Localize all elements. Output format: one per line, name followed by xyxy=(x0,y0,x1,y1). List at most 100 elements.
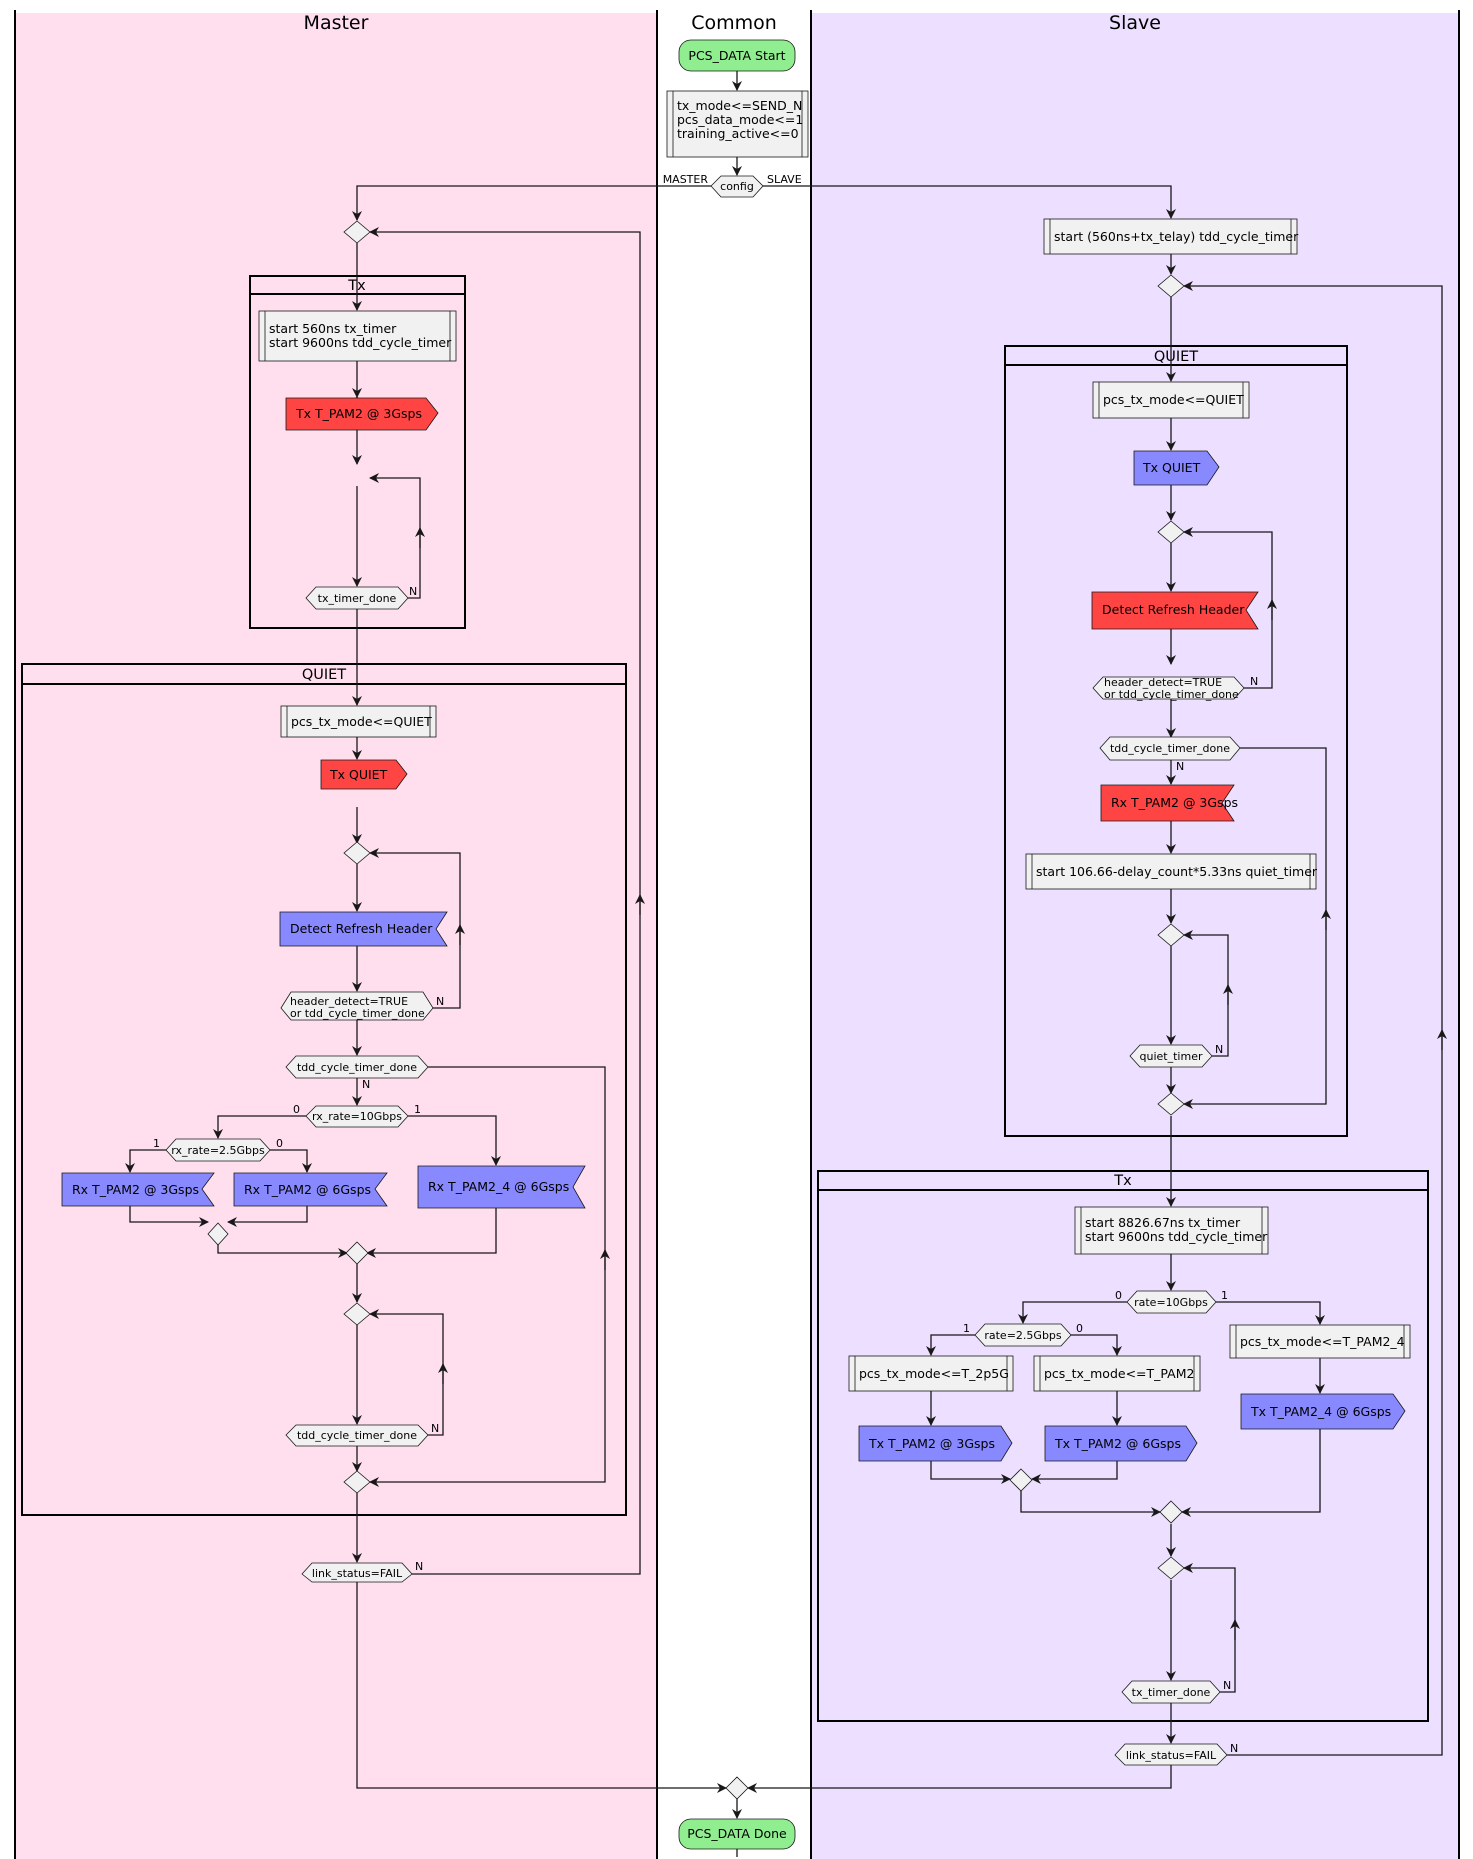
master-rx-rate-25-label: rx_rate=2.5Gbps xyxy=(171,1144,265,1157)
slave-quiet-timer-box: start 106.66-delay_count*5.33ns quiet_ti… xyxy=(1025,853,1318,890)
master-tx-timer-done-label: tx_timer_done xyxy=(318,592,397,605)
slave-header-n: N xyxy=(1250,675,1258,688)
slave-tx-group-title: Tx xyxy=(1113,1173,1132,1189)
config-slave-label: SLAVE xyxy=(767,173,802,186)
slave-tx-timer-done-decision: tx_timer_done N xyxy=(1121,1679,1231,1704)
slave-quiet-timer-decision: quiet_timer N xyxy=(1129,1043,1223,1068)
master-tx-quiet-signal: Tx QUIET xyxy=(320,759,408,790)
slave-quiet-mode-box: pcs_tx_mode<=QUIET xyxy=(1092,381,1250,419)
slave-mode-2p5g-label: pcs_tx_mode<=T_2p5G xyxy=(859,1366,1009,1381)
slave-tx-timer-done-label: tx_timer_done xyxy=(1132,1686,1211,1699)
slave-tx-timer-done-n: N xyxy=(1223,1679,1231,1692)
master-rx-pam24-signal: Rx T_PAM2_4 @ 6Gsps xyxy=(417,1165,586,1209)
slave-link-status-decision: link_status=FAIL N xyxy=(1114,1742,1238,1766)
slave-tx-group: Tx xyxy=(817,1170,1429,1722)
master-rx-rate-10-decision: rx_rate=10Gbps 0 1 xyxy=(293,1103,421,1128)
master-rx-pam24-label: Rx T_PAM2_4 @ 6Gsps xyxy=(428,1179,569,1194)
slave-rate-25-yes: 1 xyxy=(963,1322,970,1335)
common-lane-title: Common xyxy=(691,12,777,34)
slave-rate-10-yes: 1 xyxy=(1221,1289,1228,1302)
master-tx-quiet-label: Tx QUIET xyxy=(329,767,388,782)
master-quiet-group-title: QUIET xyxy=(302,667,346,683)
slave-tx-timer-2: start 9600ns tdd_cycle_timer xyxy=(1085,1229,1268,1244)
master-header-cond-2: or tdd_cycle_timer_done xyxy=(290,1007,425,1020)
final-merge xyxy=(725,1776,749,1800)
master-rate-inner-merge xyxy=(207,1222,229,1246)
slave-tdd-label: tdd_cycle_timer_done xyxy=(1110,742,1230,755)
slave-detect-header-signal: Detect Refresh Header xyxy=(1091,591,1259,630)
master-header-n: N xyxy=(436,995,444,1008)
start-label: PCS_DATA Start xyxy=(688,48,785,63)
config-decision: config MASTER SLAVE xyxy=(663,173,802,198)
slave-mode-pam2-box: pcs_tx_mode<=T_PAM2 xyxy=(1033,1355,1201,1392)
done-node: PCS_DATA Done xyxy=(678,1818,796,1850)
slave-quiet-wait-merge xyxy=(1157,520,1185,544)
slave-tx-3g-label: Tx T_PAM2 @ 3Gsps xyxy=(868,1436,995,1451)
master-tdd-decision: tdd_cycle_timer_done N xyxy=(285,1055,429,1091)
master-rx-rate-25-decision: rx_rate=2.5Gbps 1 0 xyxy=(153,1137,283,1162)
slave-tdd-decision: tdd_cycle_timer_done N xyxy=(1099,736,1241,773)
master-rx-6g-signal: Rx T_PAM2 @ 6Gsps xyxy=(233,1172,388,1207)
slave-tdd-n: N xyxy=(1176,760,1184,773)
master-quiet-mode-label: pcs_tx_mode<=QUIET xyxy=(291,714,432,729)
master-lane-title: Master xyxy=(304,12,369,34)
slave-rx-signal-label: Rx T_PAM2 @ 3Gsps xyxy=(1111,795,1238,810)
slave-header-cond-2: or tdd_cycle_timer_done xyxy=(1104,688,1239,701)
master-tx-signal-label: Tx T_PAM2 @ 3Gsps xyxy=(295,406,422,421)
master-header-cond-1: header_detect=TRUE xyxy=(290,995,408,1008)
slave-quiet-timer-merge xyxy=(1157,923,1185,947)
slave-tx-6g-label: Tx T_PAM2 @ 6Gsps xyxy=(1054,1436,1181,1451)
slave-lane-title: Slave xyxy=(1109,12,1161,34)
start-node: PCS_DATA Start xyxy=(678,39,796,72)
slave-tx-timer-1: start 8826.67ns tx_timer xyxy=(1085,1215,1241,1230)
slave-tx-quiet-signal: Tx QUIET xyxy=(1133,450,1220,486)
master-detect-header-signal: Detect Refresh Header xyxy=(279,911,448,947)
slave-tx-pam24-label: Tx T_PAM2_4 @ 6Gsps xyxy=(1250,1404,1391,1419)
master-tdd-done-decision: tdd_cycle_timer_done N xyxy=(285,1422,439,1447)
master-link-status-n: N xyxy=(415,1560,423,1573)
master-tdd-n: N xyxy=(362,1078,370,1091)
master-rx-rate-10-yes: 1 xyxy=(414,1103,421,1116)
master-link-status-label: link_status=FAIL xyxy=(312,1567,403,1580)
slave-quiet-group-title: QUIET xyxy=(1154,349,1198,365)
master-tx-timer-2: start 9600ns tdd_cycle_timer xyxy=(269,335,452,350)
slave-detect-header-label: Detect Refresh Header xyxy=(1102,602,1245,617)
master-tdd-label: tdd_cycle_timer_done xyxy=(297,1061,417,1074)
slave-rate-inner-merge xyxy=(1009,1468,1033,1492)
master-rx-6g-label: Rx T_PAM2 @ 6Gsps xyxy=(244,1182,371,1197)
slave-quiet-timer-label: quiet_timer xyxy=(1140,1050,1203,1063)
master-link-status-decision: link_status=FAIL N xyxy=(301,1560,423,1583)
slave-rate-outer-merge xyxy=(1159,1500,1183,1524)
done-label: PCS_DATA Done xyxy=(687,1826,787,1841)
master-tdd-done-label: tdd_cycle_timer_done xyxy=(297,1429,417,1442)
master-tdd-wait-merge xyxy=(343,1302,371,1326)
master-rate-outer-merge xyxy=(345,1241,369,1265)
slave-tx-wait-merge xyxy=(1157,1556,1185,1580)
merge-nodes xyxy=(207,220,1185,1800)
master-tx-timer-1: start 560ns tx_timer xyxy=(269,321,397,336)
slave-rate-10-no: 0 xyxy=(1115,1289,1122,1302)
slave-mode-2p5g-box: pcs_tx_mode<=T_2p5G xyxy=(848,1355,1014,1392)
master-quiet-mode-box: pcs_tx_mode<=QUIET xyxy=(280,705,437,738)
slave-quiet-timer-n: N xyxy=(1215,1043,1223,1056)
master-tdd-done-n: N xyxy=(431,1422,439,1435)
master-rx-rate-10-label: rx_rate=10Gbps xyxy=(312,1110,402,1123)
init-line-3: training_active<=0 xyxy=(677,126,799,141)
slave-link-status-label: link_status=FAIL xyxy=(1126,1749,1217,1762)
slave-lane xyxy=(811,13,1459,1859)
master-rx-rate-25-yes: 1 xyxy=(153,1137,160,1150)
init-line-1: tx_mode<=SEND_N xyxy=(677,98,802,113)
slave-rate-10-label: rate=10Gbps xyxy=(1134,1296,1208,1309)
slave-loop-merge xyxy=(1157,274,1185,298)
master-tx-signal: Tx T_PAM2 @ 3Gsps xyxy=(285,397,439,431)
slave-tx-6g-signal: Tx T_PAM2 @ 6Gsps xyxy=(1044,1425,1198,1462)
slave-mode-pam24-box: pcs_tx_mode<=T_PAM2_4 xyxy=(1229,1324,1411,1359)
master-rx-rate-10-no: 0 xyxy=(293,1103,300,1116)
slave-quiet-timer-start-label: start 106.66-delay_count*5.33ns quiet_ti… xyxy=(1036,864,1318,879)
master-tx-timer-done-decision: tx_timer_done N xyxy=(305,585,417,610)
slave-tx-pam24-signal: Tx T_PAM2_4 @ 6Gsps xyxy=(1240,1393,1406,1430)
slave-link-status-n: N xyxy=(1230,1742,1238,1755)
slave-mode-pam24-label: pcs_tx_mode<=T_PAM2_4 xyxy=(1240,1334,1405,1349)
slave-tx-3g-signal: Tx T_PAM2 @ 3Gsps xyxy=(858,1425,1013,1462)
